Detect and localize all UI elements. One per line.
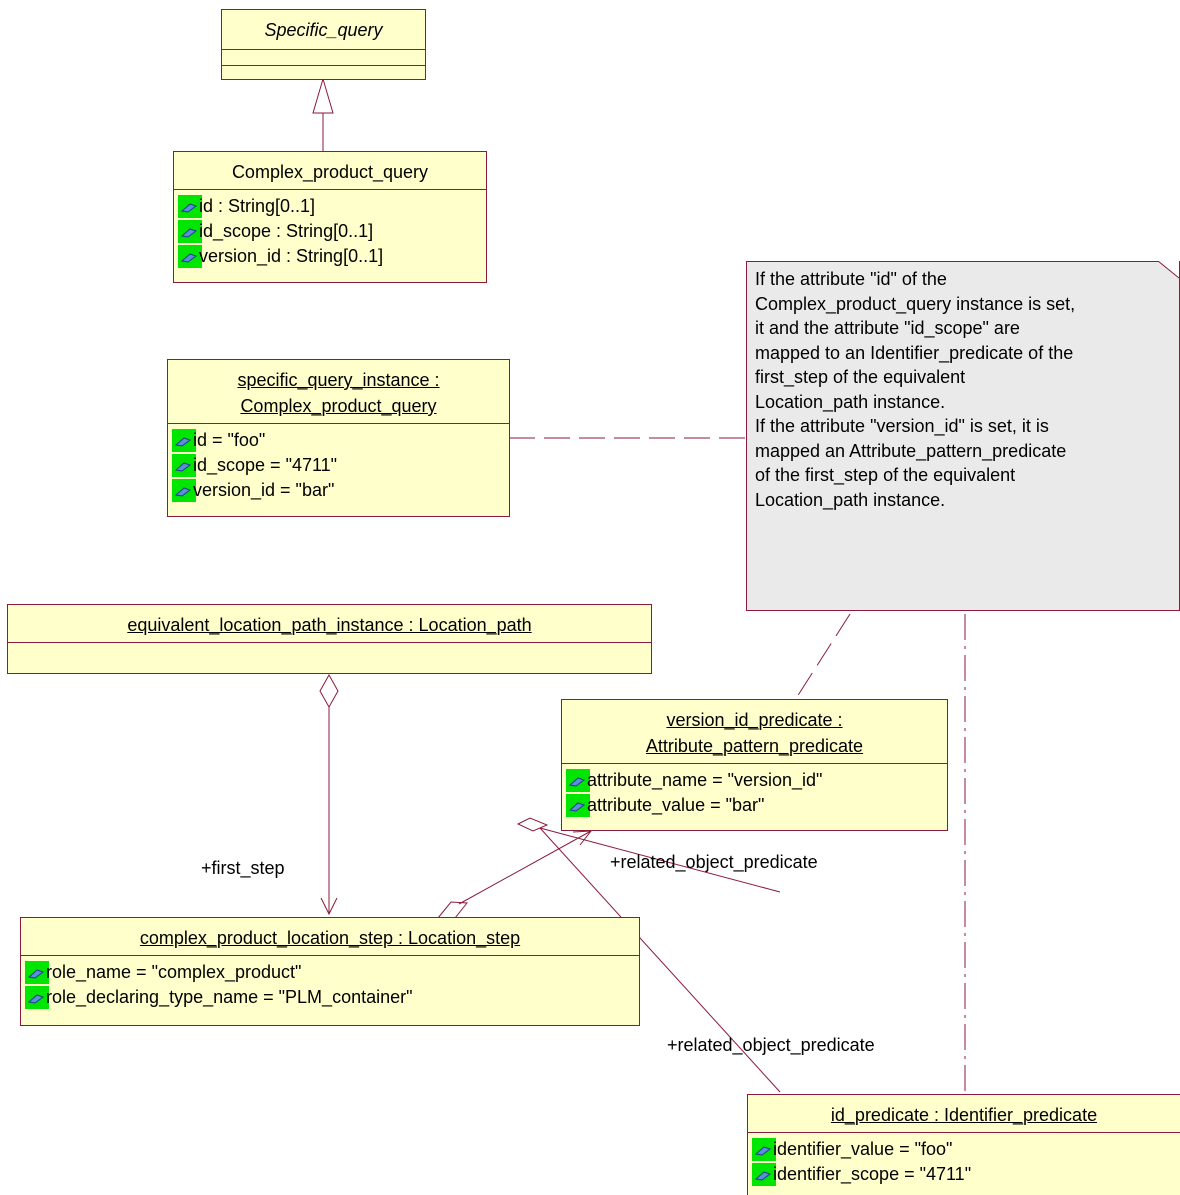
attribute-row: attribute_value = "bar" (562, 793, 947, 818)
compartment-divider (222, 49, 425, 50)
attribute-row: version_id = "bar" (168, 478, 509, 503)
object-name: equivalent_location_path_instance : Loca… (8, 605, 651, 638)
attribute-text: role_declaring_type_name = "PLM_containe… (46, 987, 413, 1007)
compartment-divider (748, 1132, 1180, 1133)
attribute-icon (178, 245, 202, 268)
attribute-text: id_scope = "4711" (193, 455, 338, 475)
attribute-icon (566, 769, 590, 792)
note[interactable]: If the attribute "id" of the Complex_pro… (746, 261, 1180, 611)
version-id-predicate-object[interactable]: version_id_predicate : Attribute_pattern… (561, 699, 948, 831)
note-fold-icon (1158, 261, 1180, 279)
attribute-icon (566, 794, 590, 817)
compartment-divider (174, 189, 486, 190)
class-name: Complex_product_query (231, 162, 429, 182)
attribute-list: id : String[0..1] id_scope : String[0..1… (174, 190, 486, 269)
note-text: If the attribute "id" of the Complex_pro… (747, 262, 1179, 517)
note-line: of the first_step of the equivalent (755, 465, 1016, 485)
attribute-row: id = "foo" (168, 428, 509, 453)
note-line: If the attribute "version_id" is set, it… (755, 416, 1049, 436)
object-name-line1: version_id_predicate : (562, 700, 947, 733)
specific-query-class[interactable]: Specific_query (221, 9, 426, 80)
attribute-icon (25, 986, 49, 1009)
object-name: id_predicate : Identifier_predicate (748, 1095, 1180, 1128)
attribute-text: identifier_scope = "4711" (773, 1164, 972, 1184)
object-name-line1: specific_query_instance : (168, 360, 509, 393)
first-step-association (319, 673, 339, 916)
note-line: first_step of the equivalent (755, 367, 966, 387)
id-predicate-association (516, 817, 781, 1093)
compartment-divider (21, 955, 639, 956)
object-name-text: version_id_predicate : (666, 710, 843, 730)
attribute-row: id : String[0..1] (174, 194, 486, 219)
attribute-row: attribute_name = "version_id" (562, 768, 947, 793)
related-object-predicate-role-label: +related_object_predicate (667, 1035, 875, 1055)
attribute-icon (172, 429, 196, 452)
object-name-line2: Complex_product_query (168, 393, 509, 419)
attribute-text: version_id = "bar" (193, 480, 335, 500)
related-object-predicate-role-label: +related_object_predicate (610, 852, 818, 872)
attribute-text: role_name = "complex_product" (46, 962, 302, 982)
note-line: Location_path instance. (755, 391, 946, 412)
attribute-text: version_id : String[0..1] (199, 246, 384, 266)
attribute-icon (178, 220, 202, 243)
complex-product-query-class[interactable]: Complex_product_query id : String[0..1] … (173, 151, 487, 283)
object-name-text: specific_query_instance : (237, 370, 440, 390)
complex-product-location-step-object[interactable]: complex_product_location_step : Location… (20, 917, 640, 1026)
attribute-text: attribute_name = "version_id" (587, 770, 823, 790)
compartment-divider (168, 423, 509, 424)
specific-query-instance-object[interactable]: specific_query_instance : Complex_produc… (167, 359, 510, 517)
attribute-row: version_id : String[0..1] (174, 244, 486, 269)
object-name-text: complex_product_location_step : Location… (139, 928, 521, 948)
generalization-connector (312, 77, 334, 152)
attribute-icon (178, 195, 202, 218)
note-anchor-lines (509, 437, 851, 701)
compartment-divider (562, 763, 947, 764)
compartment-divider (222, 65, 425, 66)
attribute-row: identifier_scope = "4711" (748, 1162, 1180, 1187)
object-name-text: id_predicate : Identifier_predicate (830, 1105, 1098, 1125)
note-line: Location_path instance. (755, 489, 946, 510)
attribute-row: id_scope = "4711" (168, 453, 509, 478)
attribute-text: attribute_value = "bar" (587, 795, 765, 815)
version-predicate-association (436, 830, 593, 919)
attribute-row: id_scope : String[0..1] (174, 219, 486, 244)
note-line: Complex_product_query instance is set, (755, 293, 1076, 314)
attribute-icon (752, 1163, 776, 1186)
attribute-row: role_declaring_type_name = "PLM_containe… (21, 985, 639, 1010)
equivalent-location-path-object[interactable]: equivalent_location_path_instance : Loca… (7, 604, 652, 674)
attribute-list: identifier_value = "foo" identifier_scop… (748, 1133, 1180, 1187)
object-name-line2: Attribute_pattern_predicate (562, 733, 947, 759)
attribute-icon (752, 1138, 776, 1161)
attribute-icon (25, 961, 49, 984)
note-line: it and the attribute "id_scope" are (755, 318, 1020, 338)
first-step-role-label: +first_step (201, 858, 285, 878)
attribute-list: id = "foo" id_scope = "4711" version_id … (168, 424, 509, 503)
attribute-list: role_name = "complex_product" role_decla… (21, 956, 639, 1010)
compartment-divider (8, 642, 651, 643)
attribute-list: attribute_name = "version_id" attribute_… (562, 764, 947, 818)
id-predicate-object[interactable]: id_predicate : Identifier_predicate iden… (747, 1094, 1180, 1195)
attribute-icon (172, 454, 196, 477)
attribute-text: id : String[0..1] (199, 196, 316, 216)
attribute-text: id = "foo" (193, 430, 266, 450)
note-line: mapped an Attribute_pattern_predicate (755, 440, 1067, 461)
attribute-icon (172, 479, 196, 502)
attribute-text: id_scope : String[0..1] (199, 221, 374, 241)
object-type-text: Complex_product_query (240, 396, 437, 416)
attribute-text: identifier_value = "foo" (773, 1139, 953, 1159)
note-line: mapped to an Identifier_predicate of the (755, 342, 1074, 363)
object-name: complex_product_location_step : Location… (21, 918, 639, 951)
object-type-text: Attribute_pattern_predicate (645, 736, 864, 756)
object-name-text: equivalent_location_path_instance : Loca… (127, 615, 532, 635)
attribute-row: role_name = "complex_product" (21, 960, 639, 985)
attribute-row: identifier_value = "foo" (748, 1137, 1180, 1162)
note-line: If the attribute "id" of the (755, 269, 947, 289)
class-name: Specific_query (264, 20, 383, 40)
